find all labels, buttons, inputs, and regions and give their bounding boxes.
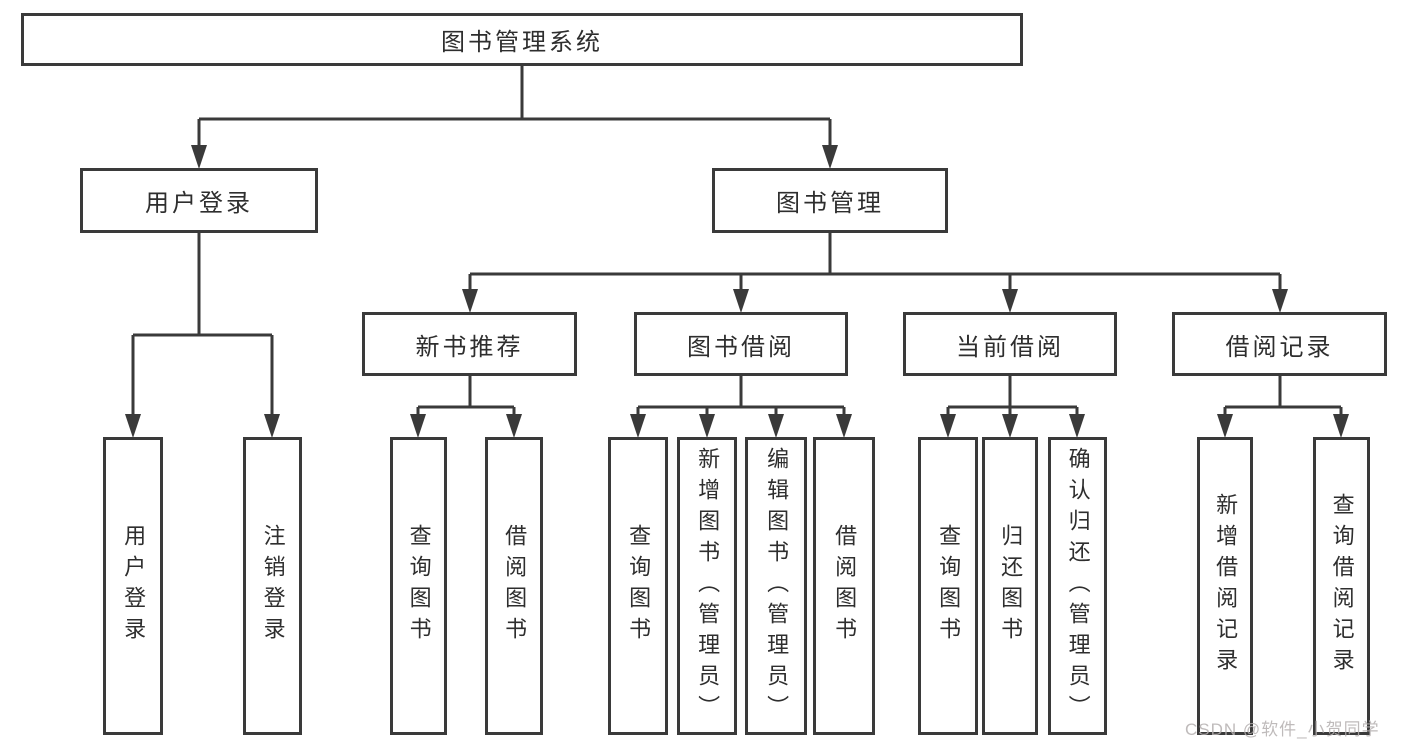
node-module-borrow-record-label: 借阅记录 [1225,333,1334,361]
leaf-borrow-query-book-label: 查询图书 [626,524,652,648]
leaf-current-confirm-return-admin: 确认归还（管理员） [1048,437,1107,735]
leaf-user-login-label: 用户登录 [121,524,147,648]
leaf-recommend-query-book-label: 查询图书 [406,524,432,648]
leaf-borrow-edit-book-admin-label: 编辑图书（管理员） [764,446,790,726]
leaf-borrow-query-book: 查询图书 [608,437,668,735]
leaf-borrow-borrow-book-label: 借阅图书 [832,524,858,648]
node-root: 图书管理系统 [21,13,1023,66]
tree-edges [131,66,1343,426]
csdn-watermark: CSDN @软件_小贺同学 [1185,720,1380,739]
leaf-record-add-record-label: 新增借阅记录 [1213,493,1239,679]
node-branch-user-login-label: 用户登录 [145,190,253,217]
leaf-record-add-record: 新增借阅记录 [1197,437,1253,735]
node-module-new-book-recommend-label: 新书推荐 [415,333,524,361]
leaf-borrow-edit-book-admin: 编辑图书（管理员） [745,437,807,735]
node-root-label: 图书管理系统 [441,29,603,56]
leaf-record-query-record-label: 查询借阅记录 [1329,493,1355,679]
leaf-borrow-borrow-book: 借阅图书 [813,437,875,735]
node-module-current-borrow: 当前借阅 [903,312,1117,376]
leaf-current-query-book-label: 查询图书 [936,524,962,648]
node-module-current-borrow-label: 当前借阅 [956,333,1064,361]
node-branch-book-management: 图书管理 [712,168,948,233]
leaf-logout-label: 注销登录 [260,524,286,648]
leaf-recommend-borrow-book-label: 借阅图书 [502,524,528,648]
leaf-current-confirm-return-admin-label: 确认归还（管理员） [1065,446,1091,726]
leaf-current-return-book-label: 归还图书 [998,524,1024,648]
leaf-user-login: 用户登录 [103,437,163,735]
arrowhead-icons [125,145,1349,438]
node-branch-user-login: 用户登录 [80,168,318,233]
leaf-borrow-add-book-admin: 新增图书（管理员） [677,437,737,735]
leaf-borrow-add-book-admin-label: 新增图书（管理员） [695,446,721,726]
leaf-current-return-book: 归还图书 [982,437,1038,735]
leaf-record-query-record: 查询借阅记录 [1313,437,1370,735]
leaf-recommend-borrow-book: 借阅图书 [485,437,543,735]
node-module-book-borrow-label: 图书借阅 [687,333,795,361]
node-module-borrow-record: 借阅记录 [1172,312,1387,376]
leaf-logout: 注销登录 [243,437,302,735]
node-module-book-borrow: 图书借阅 [634,312,848,376]
leaf-recommend-query-book: 查询图书 [390,437,447,735]
node-branch-book-management-label: 图书管理 [776,190,884,217]
node-module-new-book-recommend: 新书推荐 [362,312,577,376]
leaf-current-query-book: 查询图书 [918,437,978,735]
